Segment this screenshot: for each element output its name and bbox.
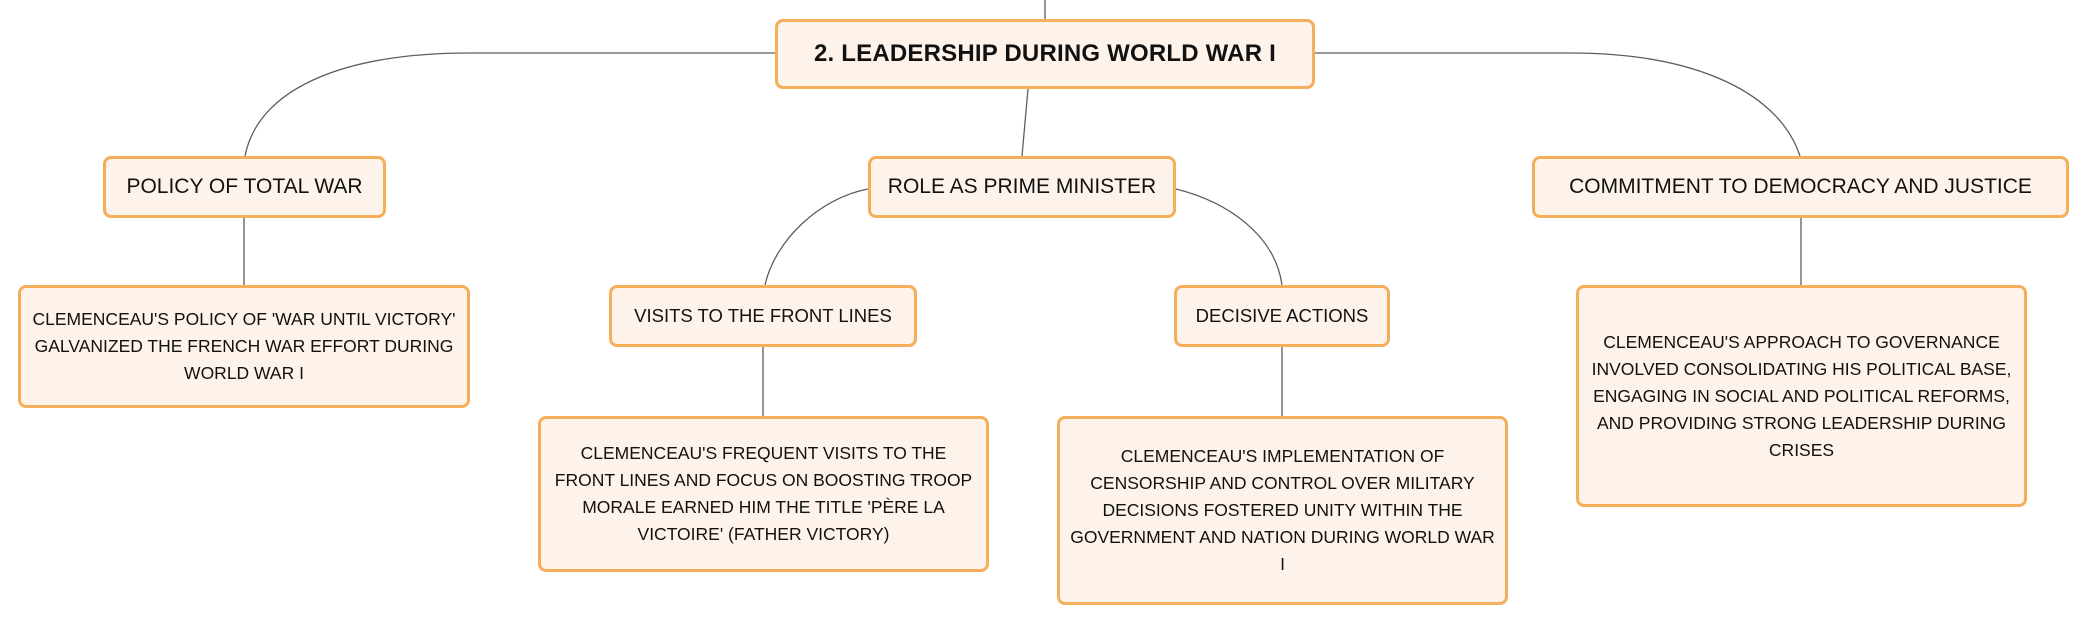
- topic-label-total-war: POLICY OF TOTAL WAR: [126, 175, 363, 198]
- subtopic-label-front-lines: VISITS TO THE FRONT LINES: [634, 305, 892, 326]
- connector-prime-minister-to-visits: [764, 188, 869, 286]
- connector-root-to-democracy: [1315, 52, 1801, 157]
- connector-root-to-total-war: [244, 52, 775, 157]
- detail-node-total-war[interactable]: CLEMENCEAU'S POLICY OF 'WAR UNTIL VICTOR…: [18, 285, 470, 408]
- topic-label-democracy-justice: COMMITMENT TO DEMOCRACY AND JUSTICE: [1569, 175, 2032, 198]
- detail-node-front-lines[interactable]: CLEMENCEAU'S FREQUENT VISITS TO THE FRON…: [538, 416, 989, 572]
- topic-node-democracy-justice[interactable]: COMMITMENT TO DEMOCRACY AND JUSTICE: [1532, 156, 2069, 218]
- connector-prime-minister-to-decisive: [1175, 188, 1283, 286]
- topic-label-prime-minister: ROLE AS PRIME MINISTER: [887, 175, 1157, 198]
- subtopic-label-decisive-actions: DECISIVE ACTIONS: [1195, 305, 1369, 326]
- detail-node-democracy-justice[interactable]: CLEMENCEAU'S APPROACH TO GOVERNANCE INVO…: [1576, 285, 2027, 507]
- subtopic-node-decisive-actions[interactable]: DECISIVE ACTIONS: [1174, 285, 1390, 347]
- subtopic-node-front-lines[interactable]: VISITS TO THE FRONT LINES: [609, 285, 917, 347]
- root-topic-label: 2. LEADERSHIP DURING WORLD WAR I: [814, 40, 1276, 67]
- root-topic-node[interactable]: 2. LEADERSHIP DURING WORLD WAR I: [775, 19, 1315, 89]
- detail-text-democracy-justice: CLEMENCEAU'S APPROACH TO GOVERNANCE INVO…: [1591, 331, 2012, 460]
- detail-text-total-war: CLEMENCEAU'S POLICY OF 'WAR UNTIL VICTOR…: [32, 309, 456, 383]
- detail-text-decisive-actions: CLEMENCEAU'S IMPLEMENTATION OF CENSORSHI…: [1070, 446, 1495, 574]
- detail-text-front-lines: CLEMENCEAU'S FREQUENT VISITS TO THE FRON…: [554, 443, 973, 544]
- connector-root-to-prime-minister: [1021, 88, 1029, 157]
- topic-node-total-war[interactable]: POLICY OF TOTAL WAR: [103, 156, 386, 218]
- detail-node-decisive-actions[interactable]: CLEMENCEAU'S IMPLEMENTATION OF CENSORSHI…: [1057, 416, 1508, 605]
- topic-node-prime-minister[interactable]: ROLE AS PRIME MINISTER: [868, 156, 1176, 218]
